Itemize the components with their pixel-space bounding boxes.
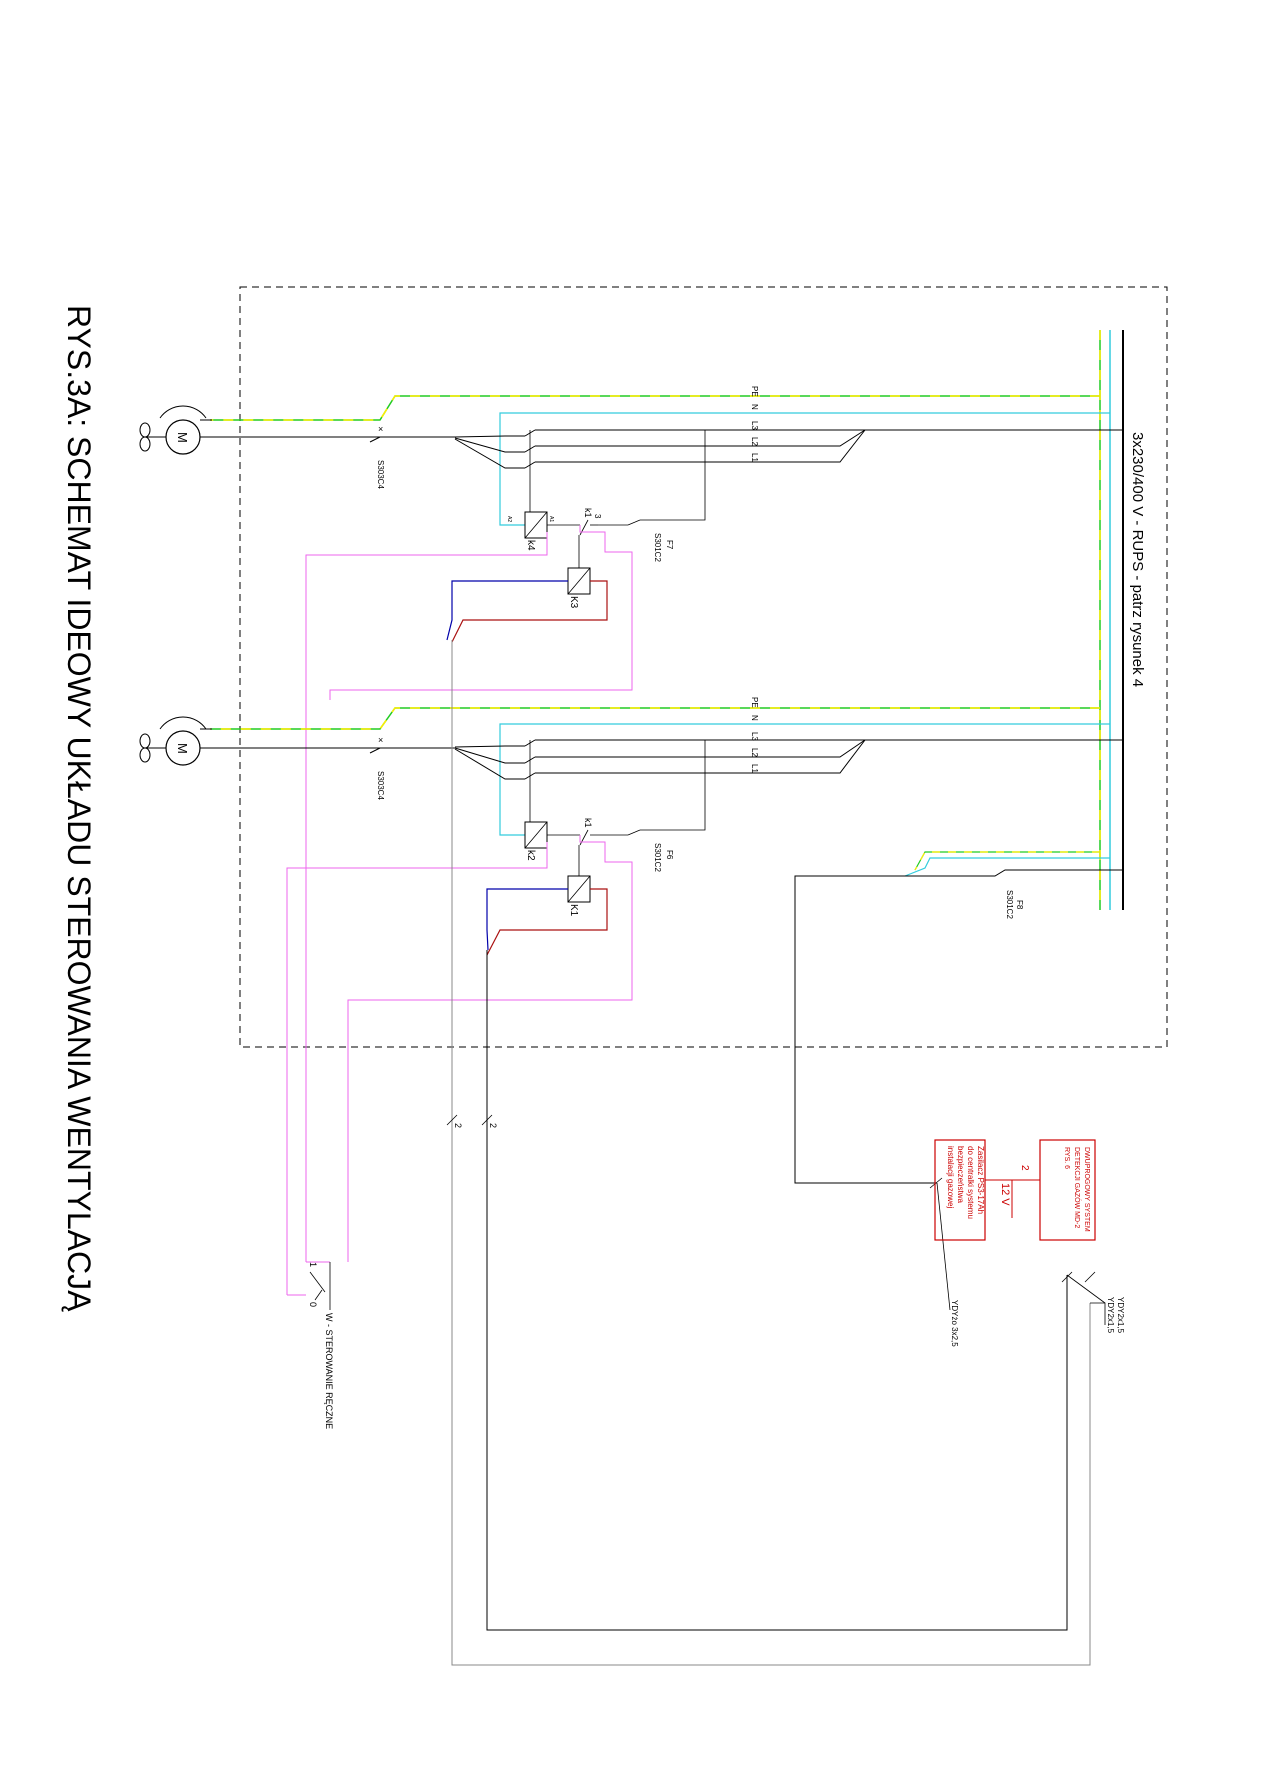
bus-label-l1: L1 xyxy=(750,453,759,462)
motor-bottom-symbol: M xyxy=(175,743,190,754)
valve-box-line-1: Zasilacz PS3-17Ah xyxy=(976,1146,985,1214)
coil-pin-a1: A1 xyxy=(548,516,554,522)
bus-label-pe: PE xyxy=(750,386,759,397)
valve-box-line-2: do centralki systemu xyxy=(966,1146,975,1219)
wire-count-alarm: 2 xyxy=(1019,1165,1030,1171)
f8-circuit xyxy=(794,851,1123,1184)
breaker-f7-type: S301C2 xyxy=(653,533,662,562)
circuit-top: × xyxy=(210,395,1123,1262)
motor-top-symbol: M xyxy=(175,432,190,443)
gas-detection-line-1: DWUPROGOWY SYSTEM xyxy=(1083,1147,1090,1232)
switch-label: W - STEROWANIE RĘCZNE xyxy=(324,1313,334,1429)
gas-detection-box xyxy=(1011,1139,1096,1241)
breaker-f6-type: S301C2 xyxy=(653,843,662,872)
voltage-label: 12 V xyxy=(999,1183,1011,1206)
cable-gas-label: YDYżo 3x2,5 xyxy=(950,1300,959,1347)
cable-b-label: YDY2x1,5 xyxy=(1106,1297,1115,1334)
relay-k4-label: k4 xyxy=(525,540,536,551)
valve-box-line-3: bezpieczeństwa xyxy=(956,1146,965,1203)
switchboard-enclosure xyxy=(239,286,1168,1048)
supply-label: 3x230/400 V - RUPS - patrz rysunek 4 xyxy=(1129,432,1146,687)
switch-pos-1: 1 xyxy=(308,1262,318,1267)
bus-label-l2: L2 xyxy=(750,437,759,446)
page-title: RYS.3A: SCHEMAT IDEOWY UKŁADU STEROWANIA… xyxy=(61,305,97,1312)
motor-bottom xyxy=(139,716,212,766)
motor-top xyxy=(139,405,212,455)
bus-label-pe-2: PE xyxy=(750,697,759,708)
valve-supply-box xyxy=(934,1139,1012,1241)
wire-count-1: 2 xyxy=(453,1123,463,1128)
breaker-motor-bottom: S303C4 xyxy=(376,771,385,800)
gas-detection-line-2: DETEKCJI GAZÓW MD-2 xyxy=(1073,1147,1082,1228)
wire-count-2: 2 xyxy=(488,1123,498,1128)
bus-label-n-2: N xyxy=(750,715,759,721)
breaker-f8-type: S301C2 xyxy=(1005,890,1014,919)
svg-text:×: × xyxy=(378,735,383,745)
bus-label-l2-2: L2 xyxy=(750,748,759,757)
contact-top-label: k1 xyxy=(583,508,593,518)
valve-box-line-4: instalacji gazowej xyxy=(946,1146,955,1208)
circuit-bottom: × xyxy=(210,707,1123,1295)
relay-k3-label: K3 xyxy=(568,596,579,609)
breaker-motor-top: S303C4 xyxy=(376,460,385,489)
manual-switch xyxy=(287,1261,331,1310)
outgoing-cables xyxy=(446,640,1106,1666)
breaker-f7-name: F7 xyxy=(665,540,674,550)
bus-label-l3: L3 xyxy=(750,421,759,430)
breaker-f8-name: F8 xyxy=(1015,900,1024,910)
gas-detection-line-3: RYS. 6 xyxy=(1063,1147,1070,1169)
relay-k2-label: k2 xyxy=(525,850,536,861)
relay-k1-label: K1 xyxy=(568,904,579,917)
contact-bottom-label: k1 xyxy=(583,818,593,828)
bus-labels-top: PE N L3 L2 L1 xyxy=(750,386,759,462)
contact-top-num: 3 xyxy=(593,514,602,519)
switch-pos-0: 0 xyxy=(308,1302,318,1307)
bus-label-l1-2: L1 xyxy=(750,764,759,773)
breaker-f6-name: F6 xyxy=(665,850,674,860)
bus-label-l3-2: L3 xyxy=(750,732,759,741)
bus-label-n: N xyxy=(750,404,759,410)
supply-busbars xyxy=(1099,330,1124,910)
cable-a-label: YDY2x1,5 xyxy=(1116,1297,1125,1334)
coil-pin-a2: A2 xyxy=(506,516,512,522)
bus-labels-bottom: PE N L3 L2 L1 xyxy=(750,697,759,773)
svg-text:×: × xyxy=(378,424,383,434)
